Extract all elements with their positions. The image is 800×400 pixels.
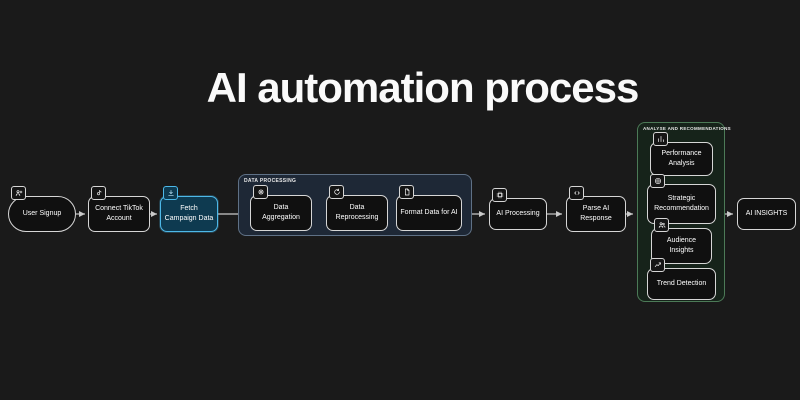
cpu-icon xyxy=(492,188,507,202)
node-label: Format Data for AI xyxy=(400,209,458,217)
bar-chart-icon xyxy=(653,132,668,146)
node-label: Parse AI Response xyxy=(580,205,612,222)
users-icon xyxy=(654,218,669,232)
node-fetch-campaign-data: Fetch Campaign Data xyxy=(160,186,218,232)
download-icon xyxy=(163,186,178,200)
node-data-reprocessing: Data Reprocessing xyxy=(326,185,388,231)
node-label: Data Aggregation xyxy=(262,204,300,221)
node-label: AI INSIGHTS xyxy=(745,210,788,218)
node-ai-processing: AI Processing xyxy=(489,188,547,230)
group-label-data-processing: DATA PROCESSING xyxy=(244,178,297,184)
node-data-aggregation: Data Aggregation xyxy=(250,185,312,231)
user-plus-icon xyxy=(11,186,26,200)
node-user-signup: User Signup xyxy=(8,186,76,232)
node-performance-analysis: Performance Analysis xyxy=(650,132,713,176)
node-label: Strategic Recommendation xyxy=(654,195,709,212)
tiktok-icon xyxy=(91,186,106,200)
node-strategic-recommendation: Strategic Recommendation xyxy=(647,174,716,224)
target-icon xyxy=(650,174,665,188)
node-ai-insights: AI INSIGHTS xyxy=(737,198,796,230)
node-label: Connect TikTok Account xyxy=(95,205,143,222)
trend-line-icon xyxy=(650,258,665,272)
group-label-analysis: ANALYSE AND RECOMMENDATIONS xyxy=(643,126,731,131)
node-label: Performance Analysis xyxy=(661,150,702,167)
gear-icon xyxy=(253,185,268,199)
node-connect-tiktok: Connect TikTok Account xyxy=(88,186,150,232)
file-icon xyxy=(399,185,414,199)
node-label: AI Processing xyxy=(496,210,540,218)
node-audience-insights: Audience Insights xyxy=(651,218,712,264)
node-parse-ai-response: Parse AI Response xyxy=(566,186,626,232)
page-title: AI automation process xyxy=(206,64,640,111)
node-label: Data Reprocessing xyxy=(335,204,379,221)
node-format-data-for-ai: Format Data for AI xyxy=(396,185,462,231)
node-trend-detection: Trend Detection xyxy=(647,258,716,300)
refresh-icon xyxy=(329,185,344,199)
node-label: Audience Insights xyxy=(666,237,697,254)
node-label: User Signup xyxy=(22,210,62,218)
node-label: Trend Detection xyxy=(656,280,707,288)
node-label: Fetch Campaign Data xyxy=(164,205,214,222)
code-icon xyxy=(569,186,584,200)
